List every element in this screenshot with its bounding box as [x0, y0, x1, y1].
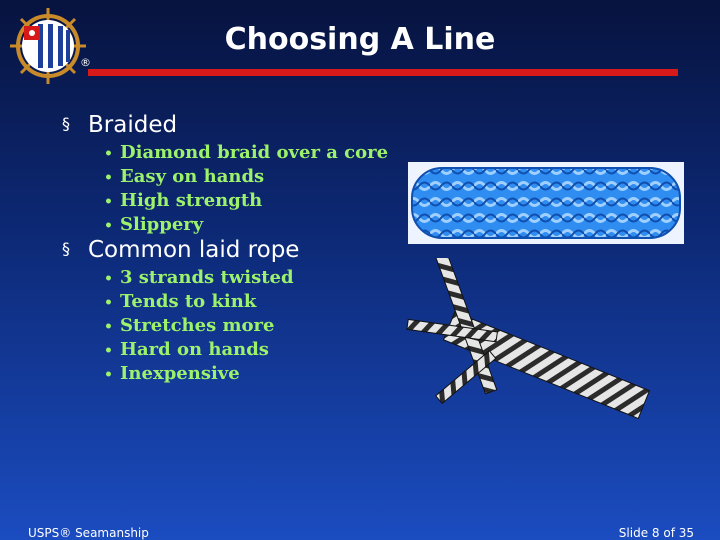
- bullet-dot-icon: •: [104, 218, 113, 234]
- list-item-text: High strength: [120, 190, 263, 211]
- slide-number: Slide 8 of 35: [618, 526, 694, 540]
- list-item-text: Inexpensive: [120, 363, 240, 384]
- list-item-text: Slippery: [120, 214, 204, 235]
- list-item: • Easy on hands: [104, 166, 264, 187]
- list-item-text: Tends to kink: [120, 291, 257, 312]
- list-item: • 3 strands twisted: [104, 267, 294, 288]
- footer-left-text: USPS® Seamanship: [28, 526, 149, 540]
- bullet-dot-icon: •: [104, 343, 113, 359]
- list-item: • Hard on hands: [104, 339, 269, 360]
- bullet-dot-icon: •: [104, 194, 113, 210]
- list-item: • Inexpensive: [104, 363, 240, 384]
- list-item: • High strength: [104, 190, 262, 211]
- section-heading-braided: § Braided: [62, 112, 177, 138]
- list-item: • Tends to kink: [104, 291, 256, 312]
- list-item-text: 3 strands twisted: [120, 267, 294, 288]
- section-heading-label: Common laid rope: [88, 237, 300, 263]
- bullet-dot-icon: •: [104, 170, 113, 186]
- list-item-text: Easy on hands: [120, 166, 265, 187]
- bullet-dot-icon: •: [104, 295, 113, 311]
- usps-logo-icon: [10, 8, 86, 84]
- list-item-text: Hard on hands: [120, 339, 269, 360]
- bullet-dot-icon: •: [104, 367, 113, 383]
- section-heading-label: Braided: [88, 112, 178, 138]
- title-rule: [88, 69, 678, 76]
- list-item: • Diamond braid over a core: [104, 142, 388, 163]
- list-item: • Slippery: [104, 214, 203, 235]
- section-bullet-icon: §: [62, 239, 70, 258]
- list-item-text: Diamond braid over a core: [120, 142, 389, 163]
- section-bullet-icon: §: [62, 114, 70, 133]
- bullet-dot-icon: •: [104, 146, 113, 162]
- braided-rope-image: [408, 162, 684, 244]
- bullet-dot-icon: •: [104, 319, 113, 335]
- section-heading-laid: § Common laid rope: [62, 237, 299, 263]
- slide-title: Choosing A Line: [224, 22, 496, 57]
- list-item: • Stretches more: [104, 315, 274, 336]
- laid-rope-image: [406, 258, 650, 420]
- registered-mark: ®: [80, 56, 91, 69]
- list-item-text: Stretches more: [120, 315, 275, 336]
- bullet-dot-icon: •: [104, 271, 113, 287]
